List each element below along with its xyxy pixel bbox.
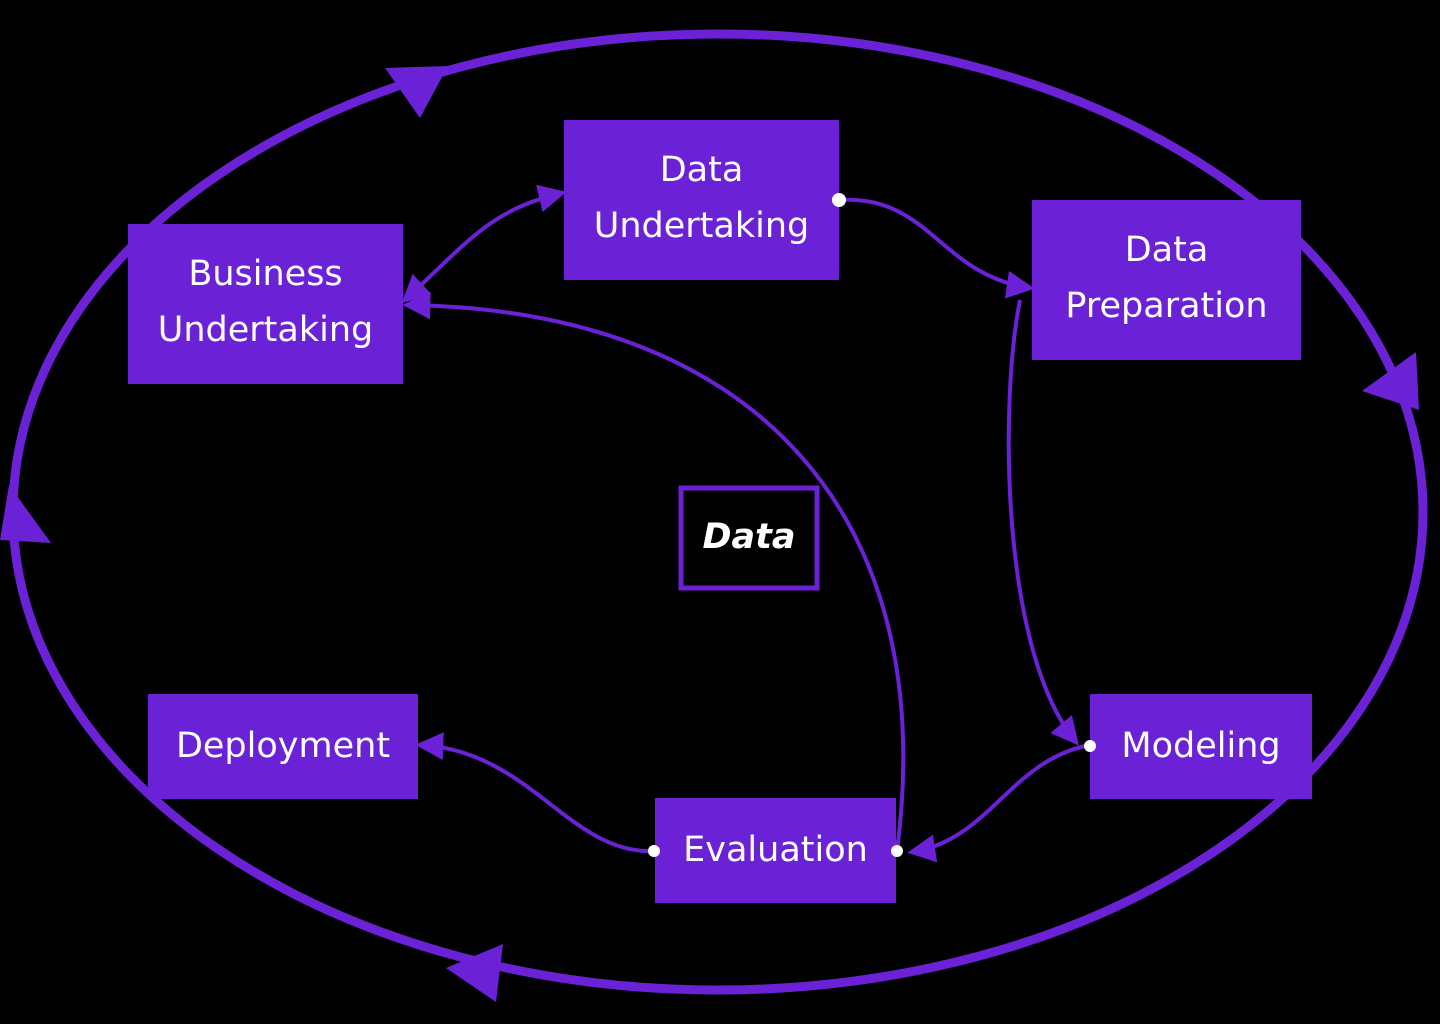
node-data-preparation: Data Preparation: [1032, 200, 1301, 360]
node-label-line: Deployment: [176, 726, 390, 766]
outer-cycle-arrow-bottom: [446, 944, 503, 1002]
node-label-line: Preparation: [1065, 286, 1267, 326]
center-data-box: Data: [678, 485, 820, 591]
edge-evaluation-deployment: [415, 732, 655, 854]
connector-dot: [1084, 740, 1096, 752]
connector-dot: [891, 845, 903, 857]
edge-evaluation-business: [402, 291, 906, 852]
node-label-line: Undertaking: [158, 310, 374, 350]
node-label-line: Modeling: [1121, 726, 1280, 766]
connector-dot: [832, 193, 846, 207]
node-data-undertaking: Data Undertaking: [564, 120, 839, 280]
edge-business-data-undertaking: [401, 184, 567, 304]
node-label-line: Data: [1125, 230, 1209, 270]
node-label-line: Undertaking: [594, 206, 810, 246]
edge-modeling-evaluation: [907, 743, 1091, 863]
node-label-line: Data: [660, 150, 744, 190]
node-modeling: Modeling: [1090, 694, 1312, 799]
node-label-line: Evaluation: [683, 830, 868, 870]
edge-preparation-modeling: [1006, 299, 1079, 746]
outer-cycle-arrow-left: [0, 485, 51, 543]
node-deployment: Deployment: [148, 694, 418, 799]
edge-data-undertaking-preparation: [839, 197, 1035, 299]
node-business-undertaking: Business Undertaking: [128, 224, 403, 384]
outer-cycle-arrow-right: [1362, 352, 1419, 410]
node-label-line: Business: [188, 254, 342, 294]
connector-dot: [648, 845, 660, 857]
outer-cycle-arrow-top: [385, 66, 448, 118]
node-evaluation: Evaluation: [655, 798, 896, 903]
center-data-label: Data: [702, 517, 795, 557]
